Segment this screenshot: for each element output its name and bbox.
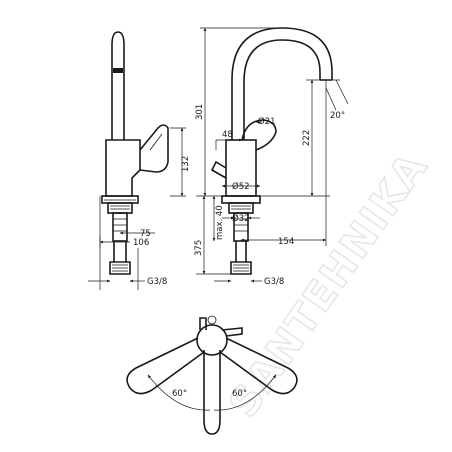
front-handle xyxy=(241,119,277,151)
side-rod xyxy=(112,212,128,242)
top-spout-center xyxy=(203,350,221,435)
front-hose-connector xyxy=(230,261,252,275)
side-spout xyxy=(111,31,125,140)
dim-top-60-left: 60° xyxy=(172,389,187,399)
front-nut xyxy=(228,202,254,214)
side-aerator-mark xyxy=(113,68,123,73)
side-view: 132 75 106 G3/8 xyxy=(88,31,191,290)
dim-front-154: 154 xyxy=(278,237,294,247)
side-base xyxy=(101,195,139,204)
side-nut xyxy=(107,202,133,214)
top-spout-left xyxy=(126,337,205,395)
dim-front-222: 222 xyxy=(302,130,312,146)
dim-front-301: 301 xyxy=(195,104,205,120)
dim-front-375: 375 xyxy=(194,240,204,256)
side-handle xyxy=(139,124,169,173)
dim-front-d32: Ø32 xyxy=(232,213,250,224)
side-hose xyxy=(113,241,127,262)
dim-front-20: 20° xyxy=(330,111,345,121)
top-base xyxy=(196,324,228,356)
side-body xyxy=(105,139,141,197)
top-view: 60° 60° xyxy=(126,315,298,435)
dim-side-g38: G3/8 xyxy=(147,277,167,287)
side-hose-connector xyxy=(109,261,131,275)
dim-front-d21: Ø21 xyxy=(258,116,276,127)
dim-side-106: 106 xyxy=(133,238,149,248)
dim-side-132: 132 xyxy=(181,156,191,172)
dim-front-g38: G3/8 xyxy=(264,277,284,287)
dim-front-48: 48 xyxy=(222,130,233,140)
dim-top-60-right: 60° xyxy=(232,389,247,399)
dim-front-d52: Ø52 xyxy=(232,181,250,192)
top-lever xyxy=(221,327,243,337)
front-hose xyxy=(235,241,247,262)
front-base xyxy=(221,195,261,204)
dim-side-75: 75 xyxy=(140,229,151,239)
front-lever xyxy=(210,160,227,179)
top-handle-cap xyxy=(199,317,207,330)
front-view: 301 48 Ø21 Ø52 Ø32 max. 40 375 222 20° xyxy=(194,27,349,287)
front-spout xyxy=(231,27,333,140)
dim-front-max40: max. 40 xyxy=(215,205,225,240)
top-spout-right xyxy=(219,337,298,395)
